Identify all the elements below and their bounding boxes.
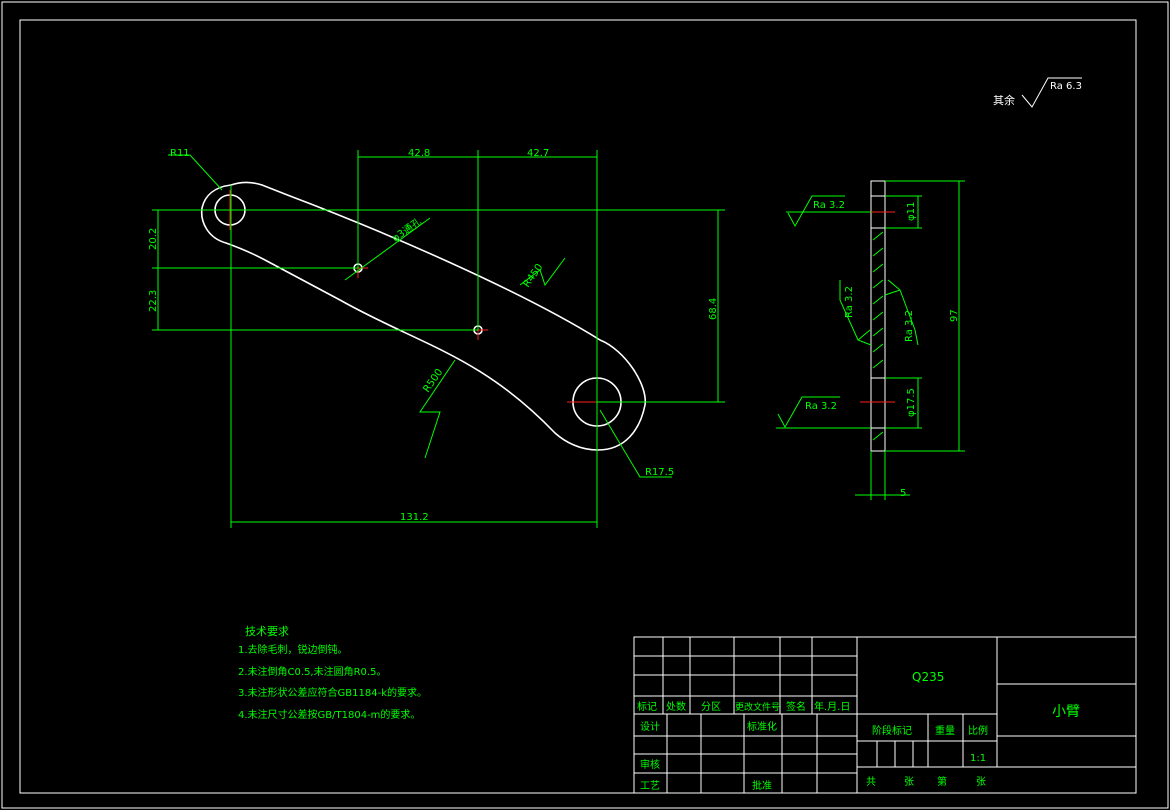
roughness-bottom xyxy=(776,396,871,429)
label-standardize: 标准化 xyxy=(747,720,777,733)
tech-requirements: 技术要求 1.去除毛刺，锐边倒钝。 2.未注倒角C0.5,未注圆角R0.5。 3… xyxy=(238,625,427,721)
dim-side-height-lines xyxy=(885,180,965,452)
title-block-rows-left xyxy=(634,655,857,774)
ra-bottom: Ra 3.2 xyxy=(805,401,837,412)
label-check: 审核 xyxy=(640,758,660,771)
extension-lines-horizontal xyxy=(152,209,725,403)
title-block-right-grid xyxy=(856,637,1136,793)
dim-top-left: 42.8 xyxy=(408,148,430,159)
tech-item-3: 3.未注形状公差应符合GB1184-k的要求。 xyxy=(238,686,427,699)
material: Q235 xyxy=(912,670,944,684)
dim-side-top-dia-lines xyxy=(885,195,922,229)
side-view: Ra 3.2 Ra 3.2 Ra 3.2 Ra 3.2 φ11 φ17.5 97… xyxy=(776,180,965,500)
tech-item-1: 1.去除毛刺，锐边倒钝。 xyxy=(238,643,348,656)
rev-header-5: 签名 xyxy=(786,700,806,713)
leader-hole xyxy=(344,217,431,281)
dim-right-height: 68.4 xyxy=(708,298,719,320)
rev-header-1: 标记 xyxy=(637,701,657,713)
ra-mid-right: Ra 3.2 xyxy=(904,310,915,342)
roughness-mid-left xyxy=(839,280,872,346)
dim-bottom-width: 131.2 xyxy=(400,512,429,523)
label-design: 设计 xyxy=(640,720,660,733)
side-view-body xyxy=(870,180,886,452)
general-roughness-prefix: 其余 xyxy=(993,93,1015,107)
dia-top: φ11 xyxy=(906,202,917,221)
side-view-hole-lines xyxy=(871,195,885,429)
scale-value: 1:1 xyxy=(970,753,986,764)
roughness-mid-right xyxy=(884,279,919,346)
dim-side-thickness-lines xyxy=(855,451,910,500)
dia-bottom: φ17.5 xyxy=(906,388,917,417)
label-scale: 比例 xyxy=(968,724,988,737)
label-total: 共 xyxy=(866,776,876,788)
side-view-centerlines xyxy=(860,211,895,403)
break-r500 xyxy=(419,359,456,459)
dim-left-upper: 20.2 xyxy=(148,228,159,250)
rev-header-6: 年.月.日 xyxy=(814,700,850,713)
inner-frame xyxy=(19,19,1137,794)
label-approve: 批准 xyxy=(752,779,772,792)
roughness-top xyxy=(786,195,871,228)
rev-header-3: 分区 xyxy=(701,701,721,713)
label-stage-mark: 阶段标记 xyxy=(872,724,912,737)
dim-left-lower: 22.3 xyxy=(148,290,159,312)
label-page: 第 xyxy=(937,775,947,788)
leader-r17 xyxy=(599,409,672,478)
leader-r11 xyxy=(168,154,223,191)
dim-radius-arc-lower: R500 xyxy=(421,367,445,395)
tech-title: 技术要求 xyxy=(245,625,289,638)
arm-outline xyxy=(200,181,646,451)
label-weight: 重量 xyxy=(935,724,955,737)
hole-note: φ3通孔 xyxy=(390,216,424,245)
title-block-border xyxy=(633,636,1137,794)
tech-item-4: 4.未注尺寸公差按GB/T1804-m的要求。 xyxy=(238,708,420,721)
side-thickness: 5 xyxy=(900,488,906,499)
title-block-stage-grid xyxy=(857,714,997,767)
rev-header-4: 更改文件号 xyxy=(735,701,780,713)
extension-lines-vertical xyxy=(230,150,598,528)
dim-side-bottom-dia-lines xyxy=(885,377,922,429)
dim-top-right: 42.7 xyxy=(527,148,549,159)
dim-radius-bottom: R17.5 xyxy=(645,467,674,478)
ra-top: Ra 3.2 xyxy=(813,200,845,211)
side-height: 97 xyxy=(949,309,960,322)
front-view: 42.8 42.7 20.2 22.3 68.4 131.2 R11 R17.5… xyxy=(148,148,725,528)
dim-radius-top: R11 xyxy=(170,148,190,159)
part-name: 小臂 xyxy=(1052,704,1080,720)
title-block-sign-cols xyxy=(666,714,818,793)
label-sheet: 张 xyxy=(904,776,914,788)
rev-header-2: 处数 xyxy=(666,700,686,713)
side-view-hatching xyxy=(872,231,884,441)
general-roughness-symbol xyxy=(1021,77,1082,108)
tech-item-2: 2.未注倒角C0.5,未注圆角R0.5。 xyxy=(238,665,386,678)
ra-mid-left: Ra 3.2 xyxy=(844,286,855,318)
title-block: 标记 处数 分区 更改文件号 签名 年.月.日 设计 标准化 审核 工艺 批准 … xyxy=(633,636,1137,794)
label-sheet-2: 张 xyxy=(976,776,986,788)
label-process: 工艺 xyxy=(640,780,660,792)
title-block-rev-cols xyxy=(662,637,813,714)
break-r450 xyxy=(519,257,566,287)
general-roughness-value: Ra 6.3 xyxy=(1050,81,1082,92)
